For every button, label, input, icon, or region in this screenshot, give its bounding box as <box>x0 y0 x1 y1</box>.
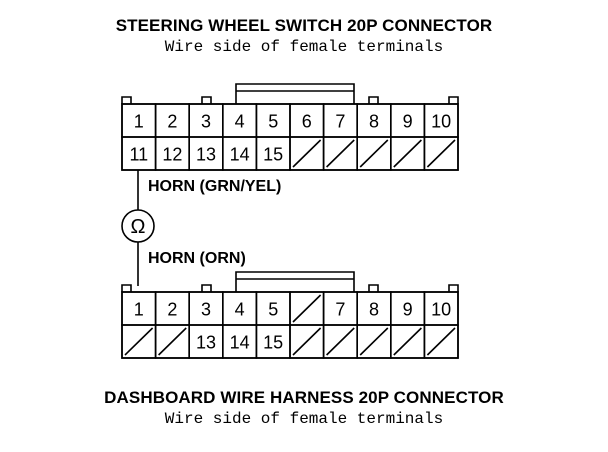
bottom-empty-cavity-slash <box>426 327 456 356</box>
top-pin-label: 13 <box>196 145 216 165</box>
horn-upper-wire-label: HORN (GRN/YEL) <box>148 178 281 195</box>
bottom-empty-cavity-slash <box>124 327 154 356</box>
top-latch-right <box>448 96 459 104</box>
top-pin-label: 14 <box>230 145 250 165</box>
bottom-pin-label: 7 <box>335 300 345 320</box>
bottom-empty-cavity-slash <box>359 327 389 356</box>
top-empty-cavity-slash <box>326 139 355 168</box>
top-connector <box>121 83 459 171</box>
bottom-connector <box>121 271 459 359</box>
bottom-pin-label: 10 <box>431 300 451 320</box>
top-pin-label: 3 <box>201 112 211 132</box>
top-pin-label: 1 <box>134 112 144 132</box>
bottom-pin-label: 4 <box>235 300 245 320</box>
top-pin-label: 6 <box>302 112 312 132</box>
bottom-cavity-r2-c10 <box>423 324 459 359</box>
horn-circuit <box>121 170 155 286</box>
top-empty-cavity-slash <box>426 139 456 168</box>
top-pin-label: 5 <box>268 112 278 132</box>
bottom-pin-label: 15 <box>263 333 283 353</box>
top-pin-label: 11 <box>129 145 148 165</box>
bottom-pin-label: 1 <box>134 300 144 320</box>
horn-lower-wire-label: HORN (ORN) <box>148 250 246 267</box>
top-empty-cavity-slash <box>359 139 389 168</box>
bottom-empty-cavity-slash <box>292 327 322 356</box>
bottom-latch-right <box>448 284 459 292</box>
bottom-pin-label: 13 <box>196 333 216 353</box>
top-connector-subtitle: Wire side of female terminals <box>164 38 444 56</box>
bottom-latch-left <box>121 284 132 292</box>
top-connector-title: STEERING WHEEL SWITCH 20P CONNECTOR <box>115 16 493 35</box>
bottom-connector-subtitle: Wire side of female terminals <box>164 410 444 428</box>
top-pin-label: 7 <box>335 112 345 132</box>
bottom-pin-label: 9 <box>403 300 413 320</box>
top-empty-cavity-slash <box>292 139 322 168</box>
top-connector-key <box>235 83 355 104</box>
top-empty-cavity-slash <box>393 139 422 168</box>
top-pin-label: 10 <box>431 112 451 132</box>
bottom-latch-mid-left <box>201 284 212 292</box>
bottom-empty-cavity-slash <box>292 294 322 323</box>
horn-ohm-icon: Ω <box>131 216 146 238</box>
bottom-connector-key <box>235 271 355 292</box>
top-latch-mid-right <box>368 96 379 104</box>
top-pin-label: 12 <box>162 145 182 165</box>
bottom-connector-pin-labels: 1 2 3 4 5 7 8 9 10 13 14 15 <box>134 300 451 353</box>
bottom-empty-cavity-slash <box>158 327 187 356</box>
top-latch-left <box>121 96 132 104</box>
top-pin-label: 15 <box>263 145 283 165</box>
top-pin-label: 4 <box>235 112 245 132</box>
bottom-pin-label: 3 <box>201 300 211 320</box>
bottom-pin-label: 8 <box>369 300 379 320</box>
bottom-pin-label: 14 <box>230 333 250 353</box>
top-cavity-r2-c10 <box>423 136 459 171</box>
bottom-empty-cavity-slash <box>393 327 422 356</box>
bottom-pin-label: 5 <box>268 300 278 320</box>
top-latch-mid-left <box>201 96 212 104</box>
top-pin-label: 8 <box>369 112 379 132</box>
top-pin-label: 9 <box>403 112 413 132</box>
top-pin-label: 2 <box>167 112 177 132</box>
bottom-empty-cavity-slash <box>326 327 355 356</box>
bottom-connector-title: DASHBOARD WIRE HARNESS 20P CONNECTOR <box>104 388 504 407</box>
bottom-pin-label: 2 <box>167 300 177 320</box>
bottom-latch-mid-right <box>368 284 379 292</box>
